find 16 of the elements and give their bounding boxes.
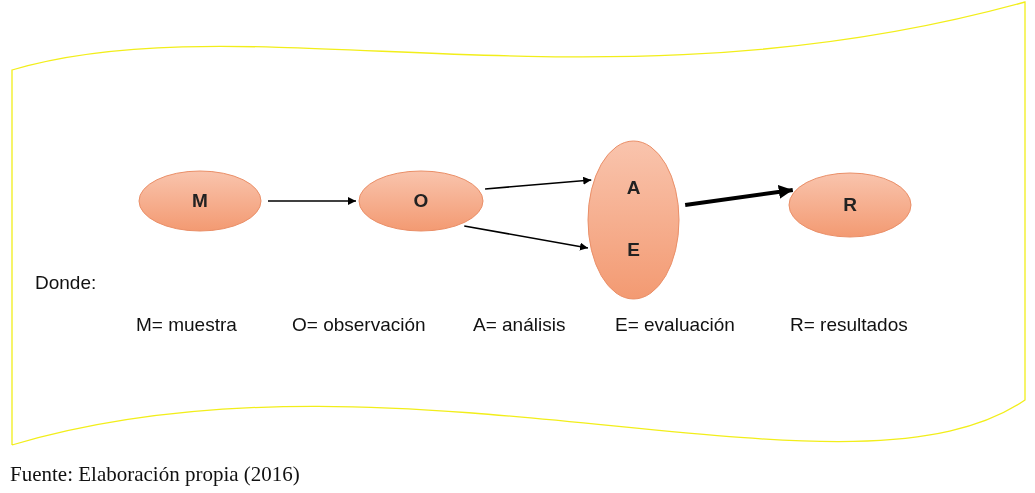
legend-entry: R= resultados [790, 314, 908, 336]
arrow [267, 197, 357, 205]
node-letter: A [626, 177, 641, 199]
source-caption: Fuente: Elaboración propia (2016) [10, 462, 300, 487]
legend-entry: A= análisis [473, 314, 566, 336]
legend-heading: Donde: [35, 272, 97, 294]
node-letter: R [843, 194, 857, 216]
node-letter: E [627, 239, 640, 261]
legend-entry: M= muestra [136, 314, 237, 336]
arrow [684, 185, 794, 207]
arrow [484, 176, 593, 190]
node-letter: O [413, 190, 429, 212]
legend-entry: O= observación [292, 314, 426, 336]
legend-entry: E= evaluación [615, 314, 735, 336]
node-letter: M [192, 190, 208, 212]
arrow [463, 225, 589, 251]
